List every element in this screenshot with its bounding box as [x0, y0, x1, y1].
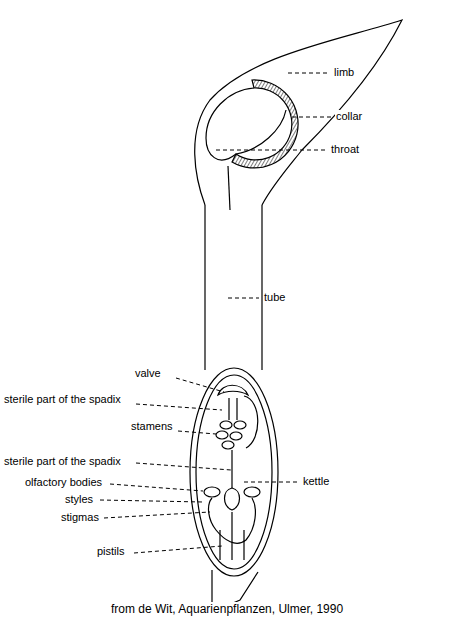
spadix-axis	[231, 450, 232, 488]
valve	[218, 385, 248, 395]
part-label: olfactory bodies	[24, 476, 103, 489]
part-label: stamens	[130, 420, 174, 433]
part-label: styles	[64, 493, 94, 506]
spadix-flap	[244, 396, 258, 448]
part-label: valve	[134, 367, 162, 380]
part-label: stigmas	[60, 511, 100, 524]
throat-fold	[228, 166, 230, 210]
part-label: tube	[263, 291, 286, 304]
part-label: sterile part of the spadix	[3, 455, 122, 468]
part-label: kettle	[302, 475, 330, 488]
caption: from de Wit, Aquarienpflanzen, Ulmer, 19…	[111, 602, 343, 616]
limb-outline	[195, 20, 402, 205]
collar-ring	[232, 80, 298, 168]
throat-edge	[206, 88, 286, 160]
tube-wall	[204, 205, 205, 370]
kettle-wall	[190, 368, 278, 576]
part-label: pistils	[96, 545, 126, 558]
part-label: throat	[330, 143, 360, 156]
part-label: collar	[335, 110, 363, 123]
spadix-sterile	[229, 398, 237, 420]
part-label: limb	[333, 66, 355, 79]
tube-wall	[261, 205, 262, 370]
part-label: sterile part of the spadix	[3, 393, 122, 406]
leader-lines	[100, 73, 331, 553]
kettle-inner	[196, 375, 272, 569]
